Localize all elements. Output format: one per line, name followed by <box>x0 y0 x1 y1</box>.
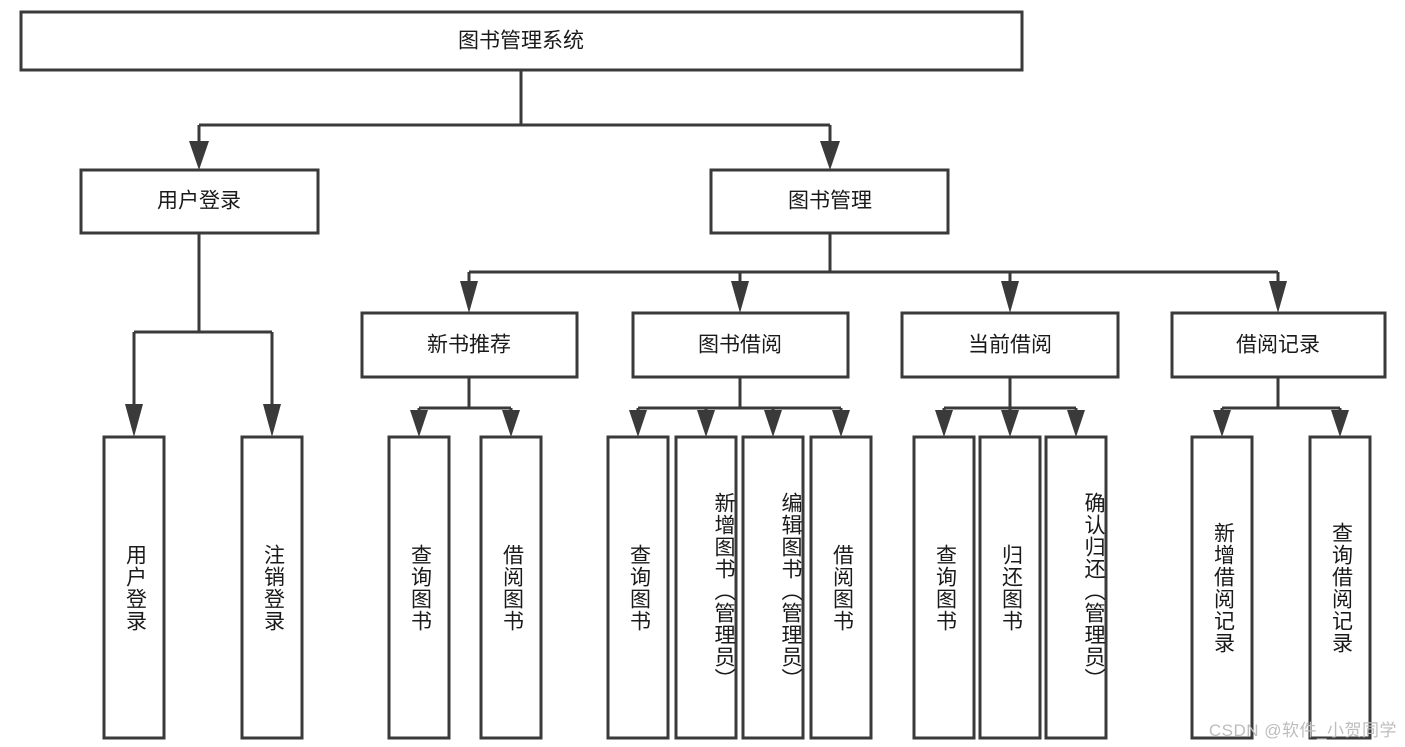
node-new-book-rec[interactable]: 新书推荐 <box>360 311 579 379</box>
arrowhead-bookborrow <box>731 281 749 313</box>
arrowhead-leaf-cur-confirm <box>1067 410 1085 437</box>
node-user-login-label: 用户登录 <box>157 190 241 213</box>
node-current-borrow-box[interactable] <box>900 311 1120 379</box>
node-current-borrow-label: 当前借阅 <box>968 334 1052 357</box>
leaf-box-cur-query[interactable] <box>912 435 976 740</box>
arrowhead-leaf-borrow-edit <box>764 410 782 437</box>
node-borrow-record-box[interactable] <box>1170 311 1387 379</box>
arrowhead-leaf-rec-borrow <box>502 410 520 437</box>
leaf-box-rec-borrow[interactable] <box>479 435 543 740</box>
arrowhead-leaf-rec-query <box>410 410 428 437</box>
node-root-label: 图书管理系统 <box>458 30 584 53</box>
connector-group-userlogin <box>125 233 281 437</box>
leaf-box-borrow-add[interactable] <box>674 435 738 740</box>
node-book-borrow[interactable]: 图书借阅 <box>631 311 850 379</box>
arrowhead-leaf-user-logout <box>263 404 281 437</box>
leaf-box-borrow-query[interactable] <box>606 435 670 740</box>
leaf-box-borrow-edit[interactable] <box>741 435 805 740</box>
leaf-box-rec-add[interactable] <box>1190 435 1254 740</box>
arrowhead-leaf-rec-query2 <box>1331 410 1349 437</box>
arrowhead-leaf-cur-query <box>935 410 953 437</box>
node-root-box[interactable] <box>19 10 1024 72</box>
node-user-login-box[interactable] <box>79 168 320 235</box>
node-root[interactable]: 图书管理系统 <box>19 10 1024 72</box>
node-user-login[interactable]: 用户登录 <box>79 168 320 235</box>
arrowhead-leaf-user-login <box>125 404 143 437</box>
node-book-manage-box[interactable] <box>709 168 950 235</box>
leaf-box-user-login[interactable] <box>102 435 166 740</box>
node-borrow-record-label: 借阅记录 <box>1236 334 1320 357</box>
connector-group-borrowrecord <box>1213 377 1349 437</box>
leaf-box-borrow-borrow[interactable] <box>809 435 873 740</box>
arrowhead-leaf-rec-add <box>1213 410 1231 437</box>
arrowhead-bookmanage <box>820 141 840 170</box>
arrowhead-borrowrecord <box>1269 281 1287 313</box>
node-book-manage[interactable]: 图书管理 <box>709 168 950 235</box>
connector-group-newbook <box>410 377 520 437</box>
node-new-book-rec-box[interactable] <box>360 311 579 379</box>
node-current-borrow[interactable]: 当前借阅 <box>900 311 1120 379</box>
node-new-book-rec-label: 新书推荐 <box>427 334 511 357</box>
connector-group-root <box>189 70 840 170</box>
connector-group-bookmanage <box>460 233 1287 313</box>
arrowhead-currentborrow <box>1001 281 1019 313</box>
leaf-box-user-logout[interactable] <box>240 435 304 740</box>
node-book-borrow-box[interactable] <box>631 311 850 379</box>
connector-group-bookborrow <box>629 377 850 437</box>
arrowhead-leaf-borrow-borrow <box>832 410 850 437</box>
arrowhead-newbook <box>460 281 478 313</box>
arrowhead-leaf-borrow-query <box>629 410 647 437</box>
arrowhead-leaf-cur-return <box>1001 410 1019 437</box>
connector-group-currentborrow <box>935 377 1085 437</box>
leaf-box-cur-confirm[interactable] <box>1044 435 1108 740</box>
watermark-text: CSDN @软件_小贺同学 <box>1208 721 1397 740</box>
node-book-manage-label: 图书管理 <box>788 190 872 213</box>
leaf-box-rec-query2[interactable] <box>1308 435 1372 740</box>
arrowhead-leaf-borrow-add <box>697 410 715 437</box>
node-borrow-record[interactable]: 借阅记录 <box>1170 311 1387 379</box>
arrowhead-userlogin <box>189 141 209 170</box>
node-book-borrow-label: 图书借阅 <box>698 334 782 357</box>
leaf-box-rec-query[interactable] <box>387 435 451 740</box>
leaf-box-cur-return[interactable] <box>978 435 1042 740</box>
